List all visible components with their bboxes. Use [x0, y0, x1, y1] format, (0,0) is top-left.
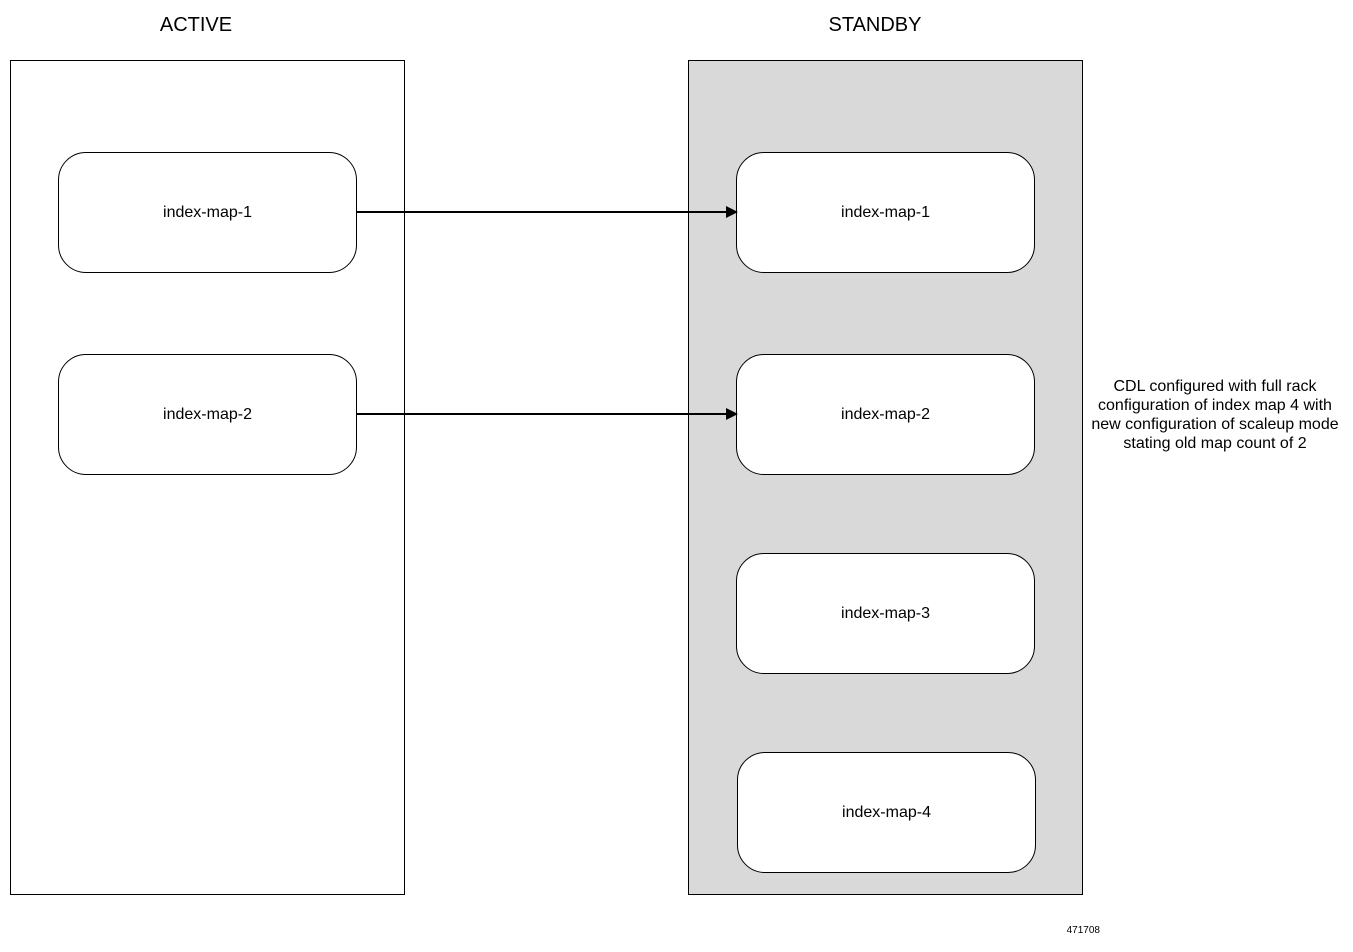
active-index-map-2: index-map-2 — [58, 354, 357, 475]
standby-index-map-2: index-map-2 — [736, 354, 1035, 475]
configuration-note: CDL configured with full rack configurat… — [1091, 378, 1339, 452]
standby-index-map-1: index-map-1 — [736, 152, 1035, 273]
figure-number: 471708 — [1066, 925, 1100, 936]
active-index-map-1: index-map-1 — [58, 152, 357, 273]
standby-site-title: STANDBY — [828, 14, 922, 36]
active-site-title: ACTIVE — [159, 14, 233, 36]
standby-index-map-3: index-map-3 — [736, 553, 1035, 674]
standby-index-map-4: index-map-4 — [737, 752, 1036, 873]
